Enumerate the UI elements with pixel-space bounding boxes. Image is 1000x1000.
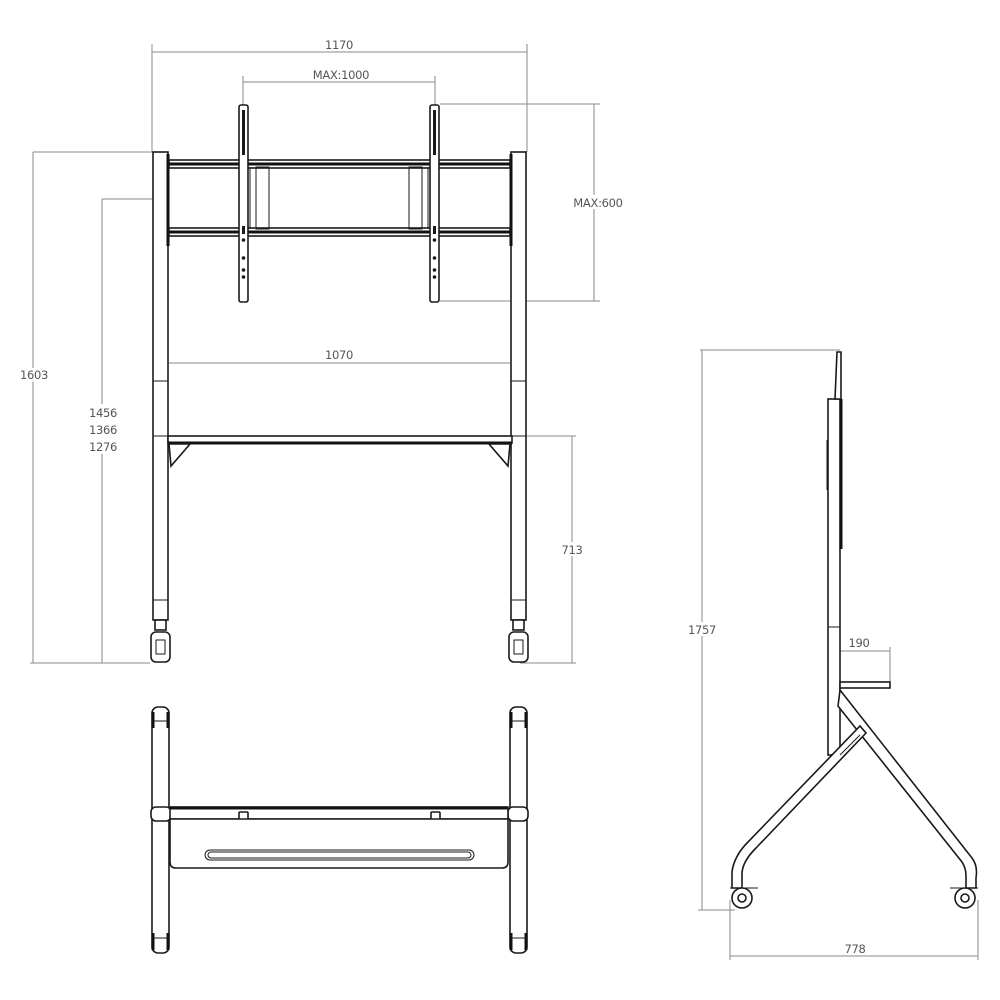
dim-base-depth: 778: [729, 900, 979, 960]
caster-side-rear: [950, 887, 978, 909]
dim-adjustable-heights: 1456 1366 1276: [86, 198, 163, 663]
dim-vesa-height: MAX:600: [440, 103, 628, 302]
label-inner-width: 1070: [325, 348, 353, 362]
label-height-1276: 1276: [89, 440, 117, 454]
front-view: 1170 MAX:1000 MAX:600 1603: [18, 38, 628, 664]
label-side-height: 1757: [688, 623, 716, 637]
label-base-depth: 778: [844, 942, 865, 956]
label-height-1456: 1456: [89, 406, 117, 420]
right-upright: [509, 151, 527, 621]
label-overall-height: 1603: [20, 368, 48, 382]
label-shelf-height: 713: [561, 543, 582, 557]
vesa-bracket-right: [429, 104, 440, 303]
left-upright: [152, 151, 170, 621]
label-vesa-height: MAX:600: [573, 196, 622, 210]
mounting-rails: [168, 159, 511, 237]
dim-inner-width: 1070: [169, 348, 510, 364]
dim-shelf-height: 713: [520, 435, 584, 664]
dim-side-height: 1757: [686, 349, 840, 911]
dim-vesa-width: MAX:1000: [242, 68, 436, 105]
dim-overall-height: 1603: [18, 151, 160, 664]
label-shelf-depth: 190: [848, 636, 869, 650]
caster-side-front: [730, 887, 758, 909]
top-view: [150, 706, 529, 954]
caster-front-left: [150, 619, 171, 663]
label-height-1366: 1366: [89, 423, 117, 437]
caster-front-right: [508, 619, 529, 663]
front-shelf: [167, 435, 513, 468]
label-overall-width: 1170: [325, 38, 353, 52]
side-view: 1757 190 778: [686, 349, 979, 960]
dim-overall-width: 1170: [151, 38, 528, 152]
vesa-bracket-left: [238, 104, 249, 303]
label-vesa-width: MAX:1000: [313, 68, 369, 82]
